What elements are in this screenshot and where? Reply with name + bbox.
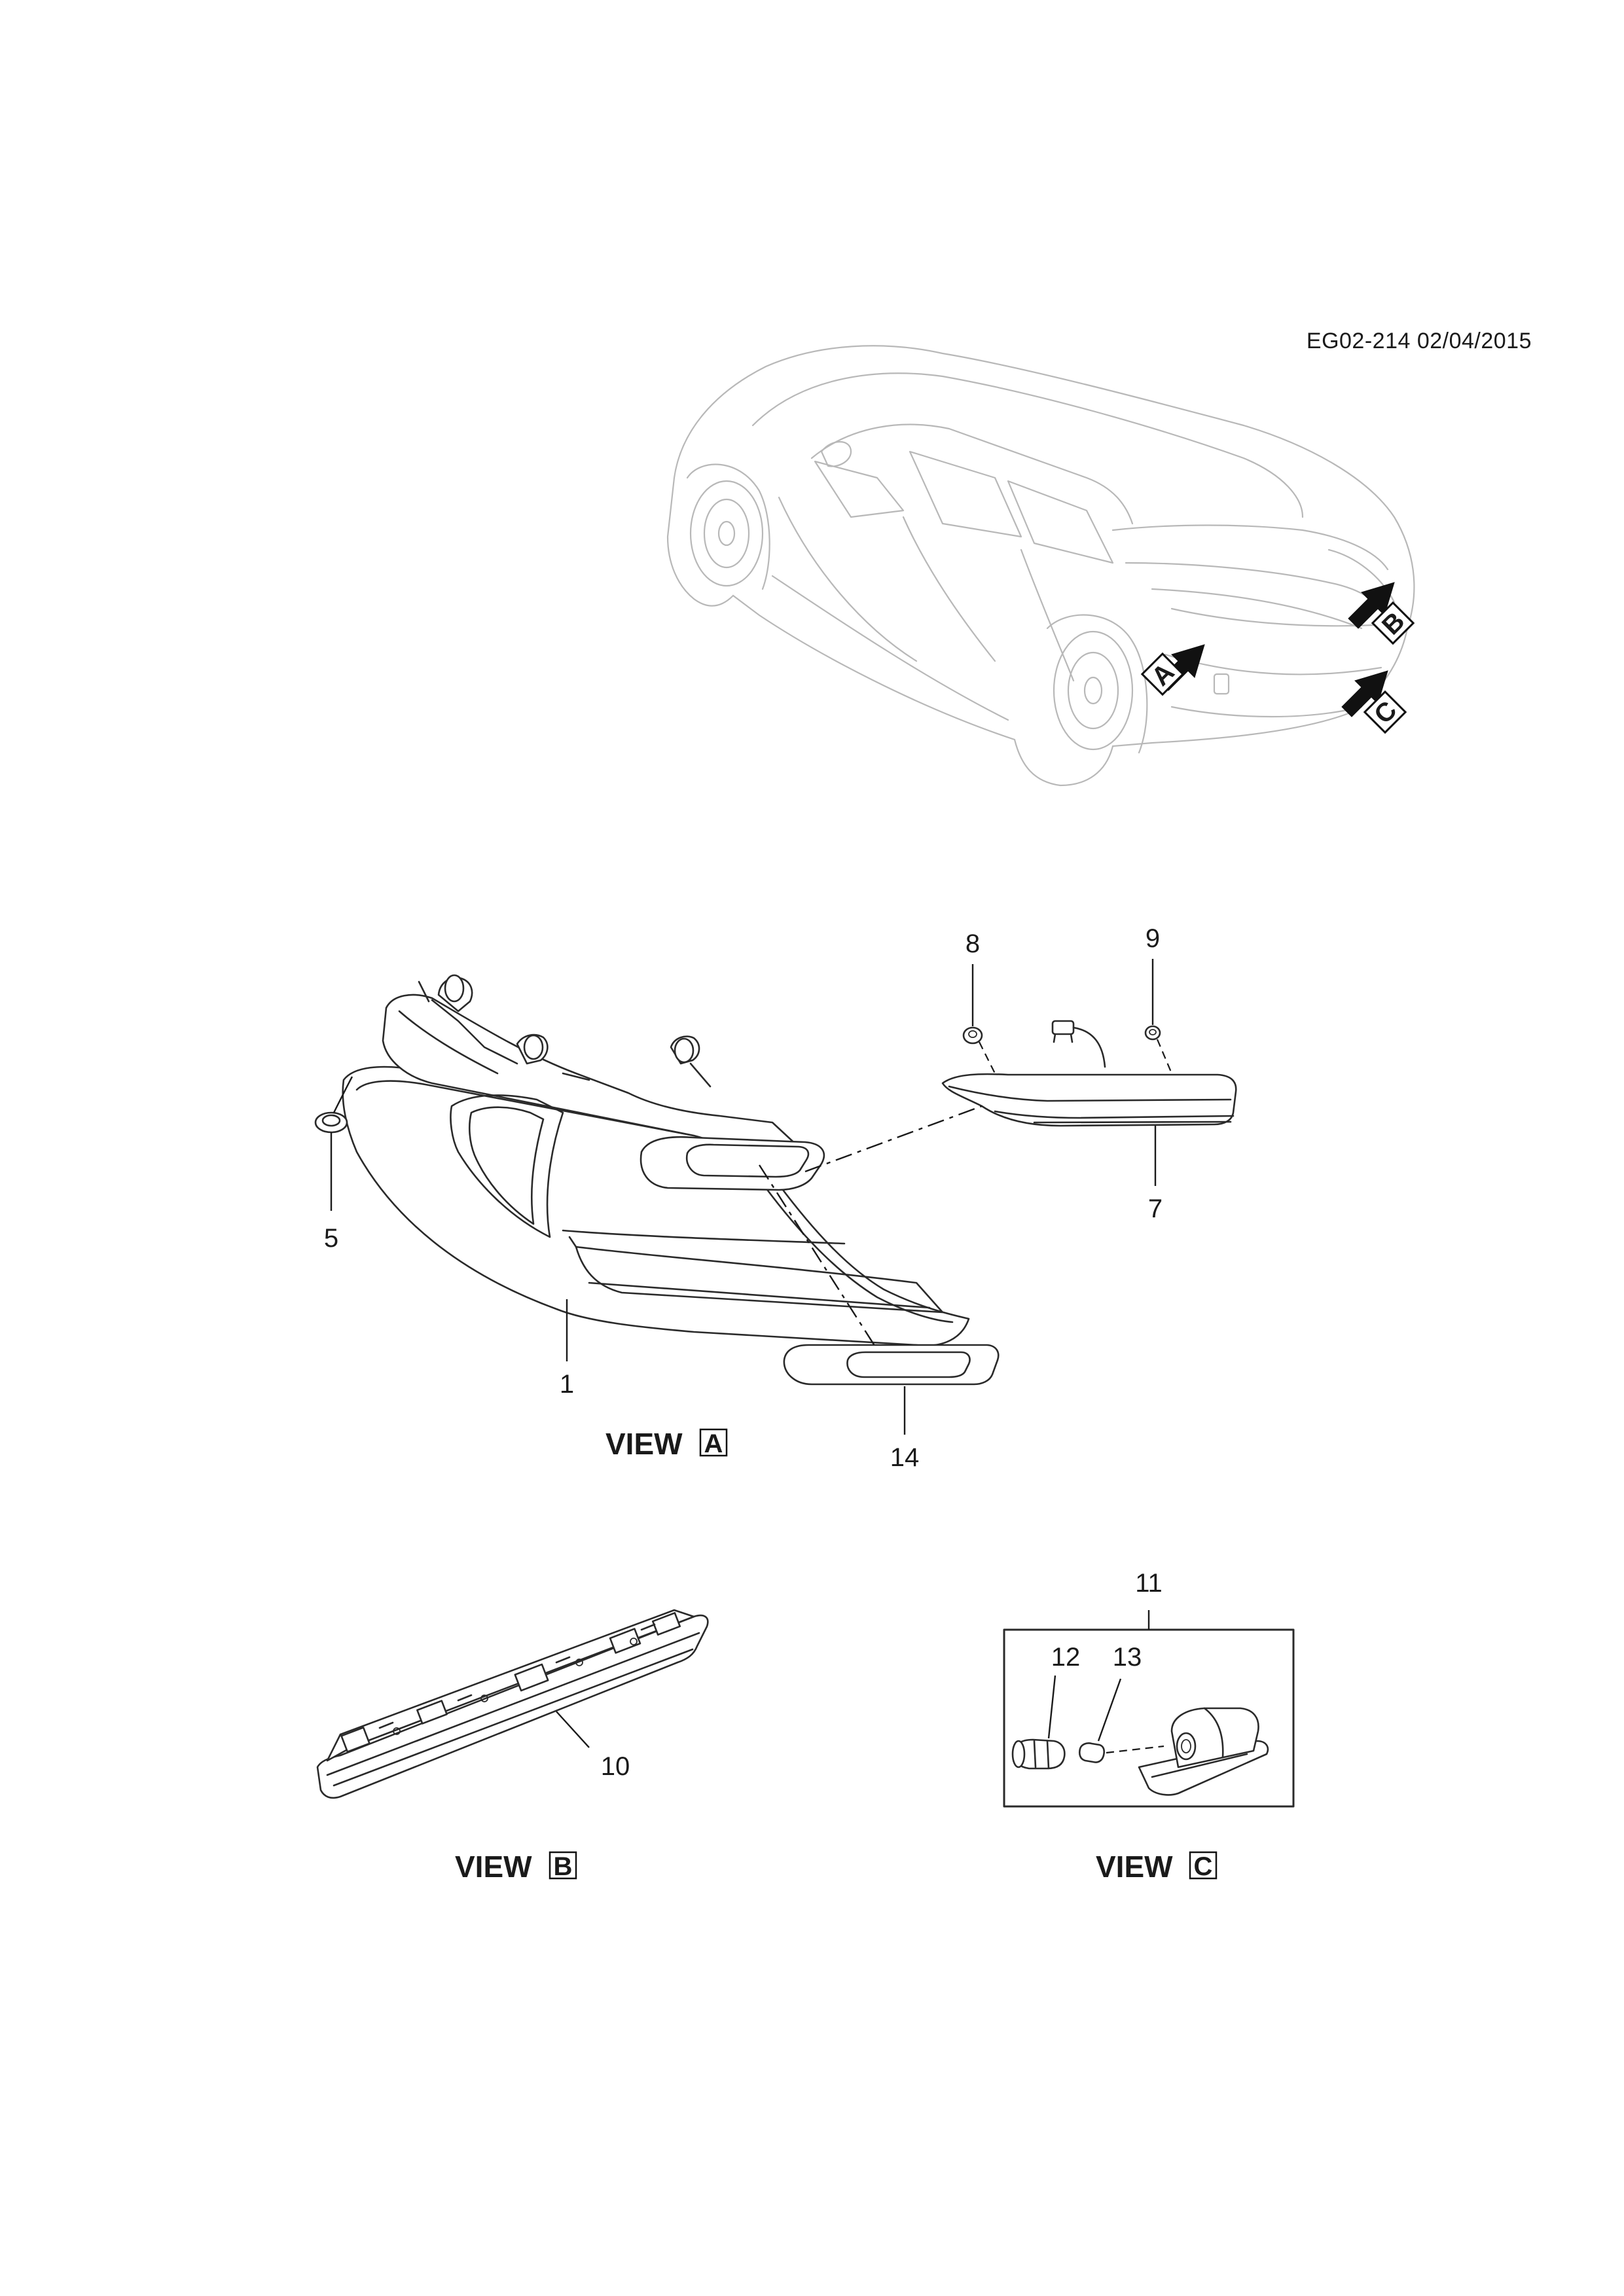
callout-8: 8 bbox=[965, 929, 980, 958]
assembly-line-7-to-1 bbox=[804, 1105, 983, 1173]
part-8-nut bbox=[962, 964, 996, 1074]
part-5-grommet bbox=[314, 1076, 353, 1211]
view-arrow-c-letter: C bbox=[1369, 696, 1403, 730]
part-14-lens-trim bbox=[783, 1344, 1000, 1386]
view-a-letter: A bbox=[704, 1429, 723, 1458]
leader-10 bbox=[556, 1711, 590, 1748]
drawing-reference-code: EG02-214 02/04/2015 bbox=[1306, 329, 1532, 353]
view-arrow-c: C bbox=[1341, 670, 1407, 734]
callout-11: 11 bbox=[1135, 1569, 1163, 1598]
view-b-label: VIEW B bbox=[455, 1850, 577, 1884]
view-c-prefix: VIEW bbox=[1096, 1850, 1173, 1884]
view-a-prefix: VIEW bbox=[605, 1427, 683, 1461]
licence-lamp-housing bbox=[1138, 1707, 1269, 1796]
part-10-high-mount-stop-lamp bbox=[316, 1609, 709, 1799]
view-c-letter: C bbox=[1194, 1852, 1213, 1881]
part-12-bulb-socket bbox=[1011, 1675, 1066, 1770]
callout-14: 14 bbox=[890, 1443, 920, 1472]
part-9-nut bbox=[1144, 959, 1173, 1074]
callout-1: 1 bbox=[560, 1370, 574, 1399]
part-13-bulb bbox=[1078, 1678, 1164, 1763]
assembly-line-14-to-1 bbox=[758, 1164, 878, 1350]
part-1-tail-lamp bbox=[342, 974, 970, 1347]
part-11-licence-plate-lamp-kit bbox=[1003, 1610, 1295, 1808]
callout-12: 12 bbox=[1051, 1643, 1081, 1672]
view-b-letter: B bbox=[554, 1852, 573, 1881]
callout-10: 10 bbox=[601, 1752, 630, 1781]
view-c-label: VIEW C bbox=[1096, 1850, 1218, 1884]
callout-13: 13 bbox=[1113, 1643, 1142, 1672]
vehicle-outline bbox=[666, 345, 1415, 787]
view-b-prefix: VIEW bbox=[455, 1850, 532, 1884]
callout-9: 9 bbox=[1146, 924, 1160, 953]
callout-5: 5 bbox=[324, 1224, 338, 1253]
part-7-inner-lamp bbox=[941, 1020, 1237, 1127]
view-a-label: VIEW A bbox=[605, 1427, 728, 1461]
callout-7: 7 bbox=[1148, 1194, 1163, 1223]
